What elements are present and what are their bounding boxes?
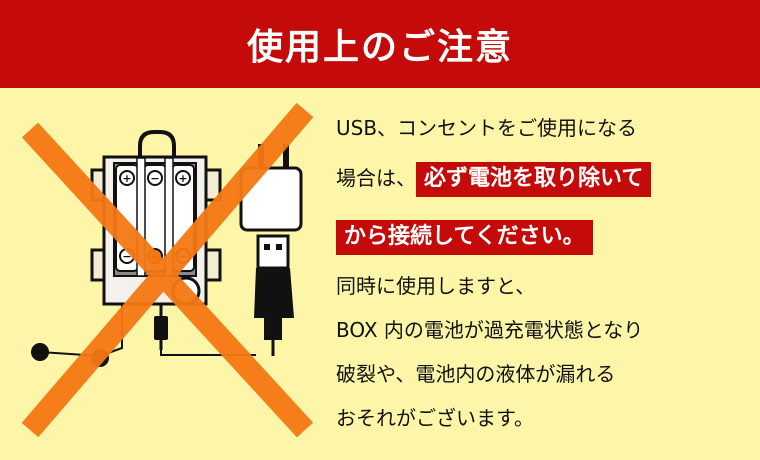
notice-line-2-prefix: 場合は、 [336,166,416,190]
battery-plus-sign-1: + [122,172,131,185]
prohibited-cross-icon [21,102,314,438]
illustration: + − + − + − [21,102,314,438]
page-title: 使用上のご注意 [246,27,513,68]
battery-minus-sign-2: − [122,250,131,263]
battery-plus-sign-2: + [178,172,187,185]
battery-minus-sign-1: − [150,172,159,185]
usb-plug-icon [254,234,294,356]
warning-highlight-1: 必ず電池を取り除いて [416,162,652,197]
notice-line-5: BOX 内の電池が過充電状態となり [336,318,644,342]
notice-line-2: 場合は、必ず電池を取り除いて [336,160,652,197]
title-banner: 使用上のご注意 [0,0,760,88]
notice-line-7: おそれがございます。 [336,406,534,430]
notice-line-3: から接続してください。 [336,218,593,255]
warning-highlight-2: から接続してください。 [336,220,593,255]
notice-line-6: 破裂や、電池内の液体が漏れる [336,362,616,386]
notice-line-4: 同時に使用しますと、 [336,274,536,298]
notice-line-1: USB、コンセントをご使用になる [336,116,638,140]
